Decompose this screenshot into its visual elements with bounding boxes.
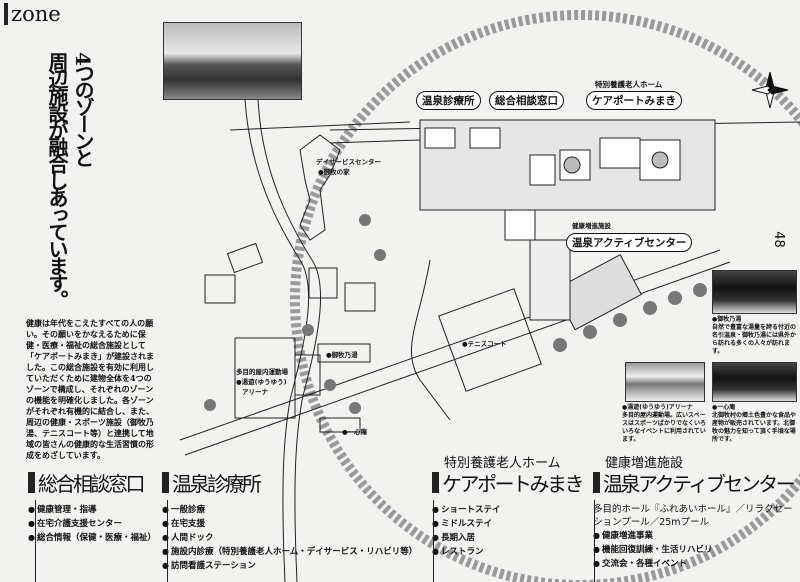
headline-line2: 周辺施設が融合しあっています。	[45, 52, 69, 307]
divider	[35, 500, 36, 582]
section-title: 温泉アクティブセンター	[603, 472, 796, 496]
label-mimaki-onsen: ●御牧乃湯	[326, 351, 358, 359]
building-photo	[163, 22, 302, 100]
active-subtitle-label: 健康増進施設	[572, 222, 611, 230]
tennis-court	[438, 288, 542, 392]
caption-mimaki-onsen: ●御牧乃湯自然で豊富な湯量を誇る付近の名引温泉・御牧乃湯には県外から訪れる多くの…	[712, 316, 797, 355]
careport-subtitle-label: 特別養護老人ホーム	[595, 80, 663, 89]
map-pill-active[interactable]: 温泉アクティブセンター	[566, 233, 693, 252]
section-label-text: zone	[11, 2, 61, 26]
section-careport: 特別養護老人ホーム ケアポートみまき ショートステイミドルステイ長期入居レストラ…	[432, 452, 585, 559]
label-mimaki-house: ●御牧の家	[318, 168, 350, 176]
photo-arena	[625, 362, 705, 402]
section-title: 温泉診療所	[172, 472, 262, 496]
section-title: 総合相談窓口	[38, 472, 146, 496]
label-day-service: デイサービスセンター	[316, 158, 381, 166]
label-tennis: ●テニスコート	[462, 340, 507, 348]
photo-mimaki-onsen	[712, 270, 797, 314]
headline-line1: 4つのゾーンと	[71, 52, 95, 165]
section-marker	[4, 3, 8, 25]
label-arena-1: 多目的屋内運動場	[236, 368, 288, 376]
divider	[433, 500, 434, 582]
map-pill-consult[interactable]: 総合相談窓口	[489, 91, 564, 110]
label-arena-2: ●湯遊(ゆうゆう)	[236, 378, 287, 386]
caption-isshin: ●一心庵北御牧村の郷土色豊かな食品や産物が販売されています。北御牧の魅力を知って…	[712, 404, 797, 443]
caption-arena: ●湯遊(ゆうゆう)アリーナ多目的屋内運動場。広いスペースはスポーツばかりでなくい…	[622, 404, 707, 443]
section-consult: 総合相談窓口 健康管理・指導在宅介護支援センター総合情報（保健・医療・福祉）	[28, 452, 156, 545]
photo-isshin	[712, 362, 797, 402]
section-clinic: 温泉診療所 一般診療在宅支援人間ドック施設内診療（特別養護老人ホーム・デイサービ…	[162, 452, 417, 573]
section-label: zone	[4, 2, 61, 26]
label-arena-3: アリーナ	[242, 388, 268, 396]
section-active: 健康増進施設 温泉アクティブセンター 多目的ホール『ふれあいホール』／リラクセー…	[593, 452, 798, 571]
map-pill-careport[interactable]: ケアポートみまき	[586, 91, 682, 110]
divider	[594, 500, 595, 582]
compass-icon	[751, 71, 789, 109]
label-isshin: ●一心庵	[342, 428, 368, 436]
page-number: 48	[770, 231, 786, 248]
section-lead: 多目的ホール『ふれあいホール』／リラクセーションプール／25mプール	[593, 504, 793, 528]
section-title: ケアポートみまき	[442, 472, 585, 496]
road-left-edge	[257, 99, 322, 582]
divider	[167, 500, 168, 582]
intro-paragraph: 健康は年代をこえたすべての人の願い。その願いをかなえるために保健・医療・福祉の総…	[26, 318, 154, 460]
map-pill-clinic[interactable]: 温泉診療所	[416, 91, 481, 110]
